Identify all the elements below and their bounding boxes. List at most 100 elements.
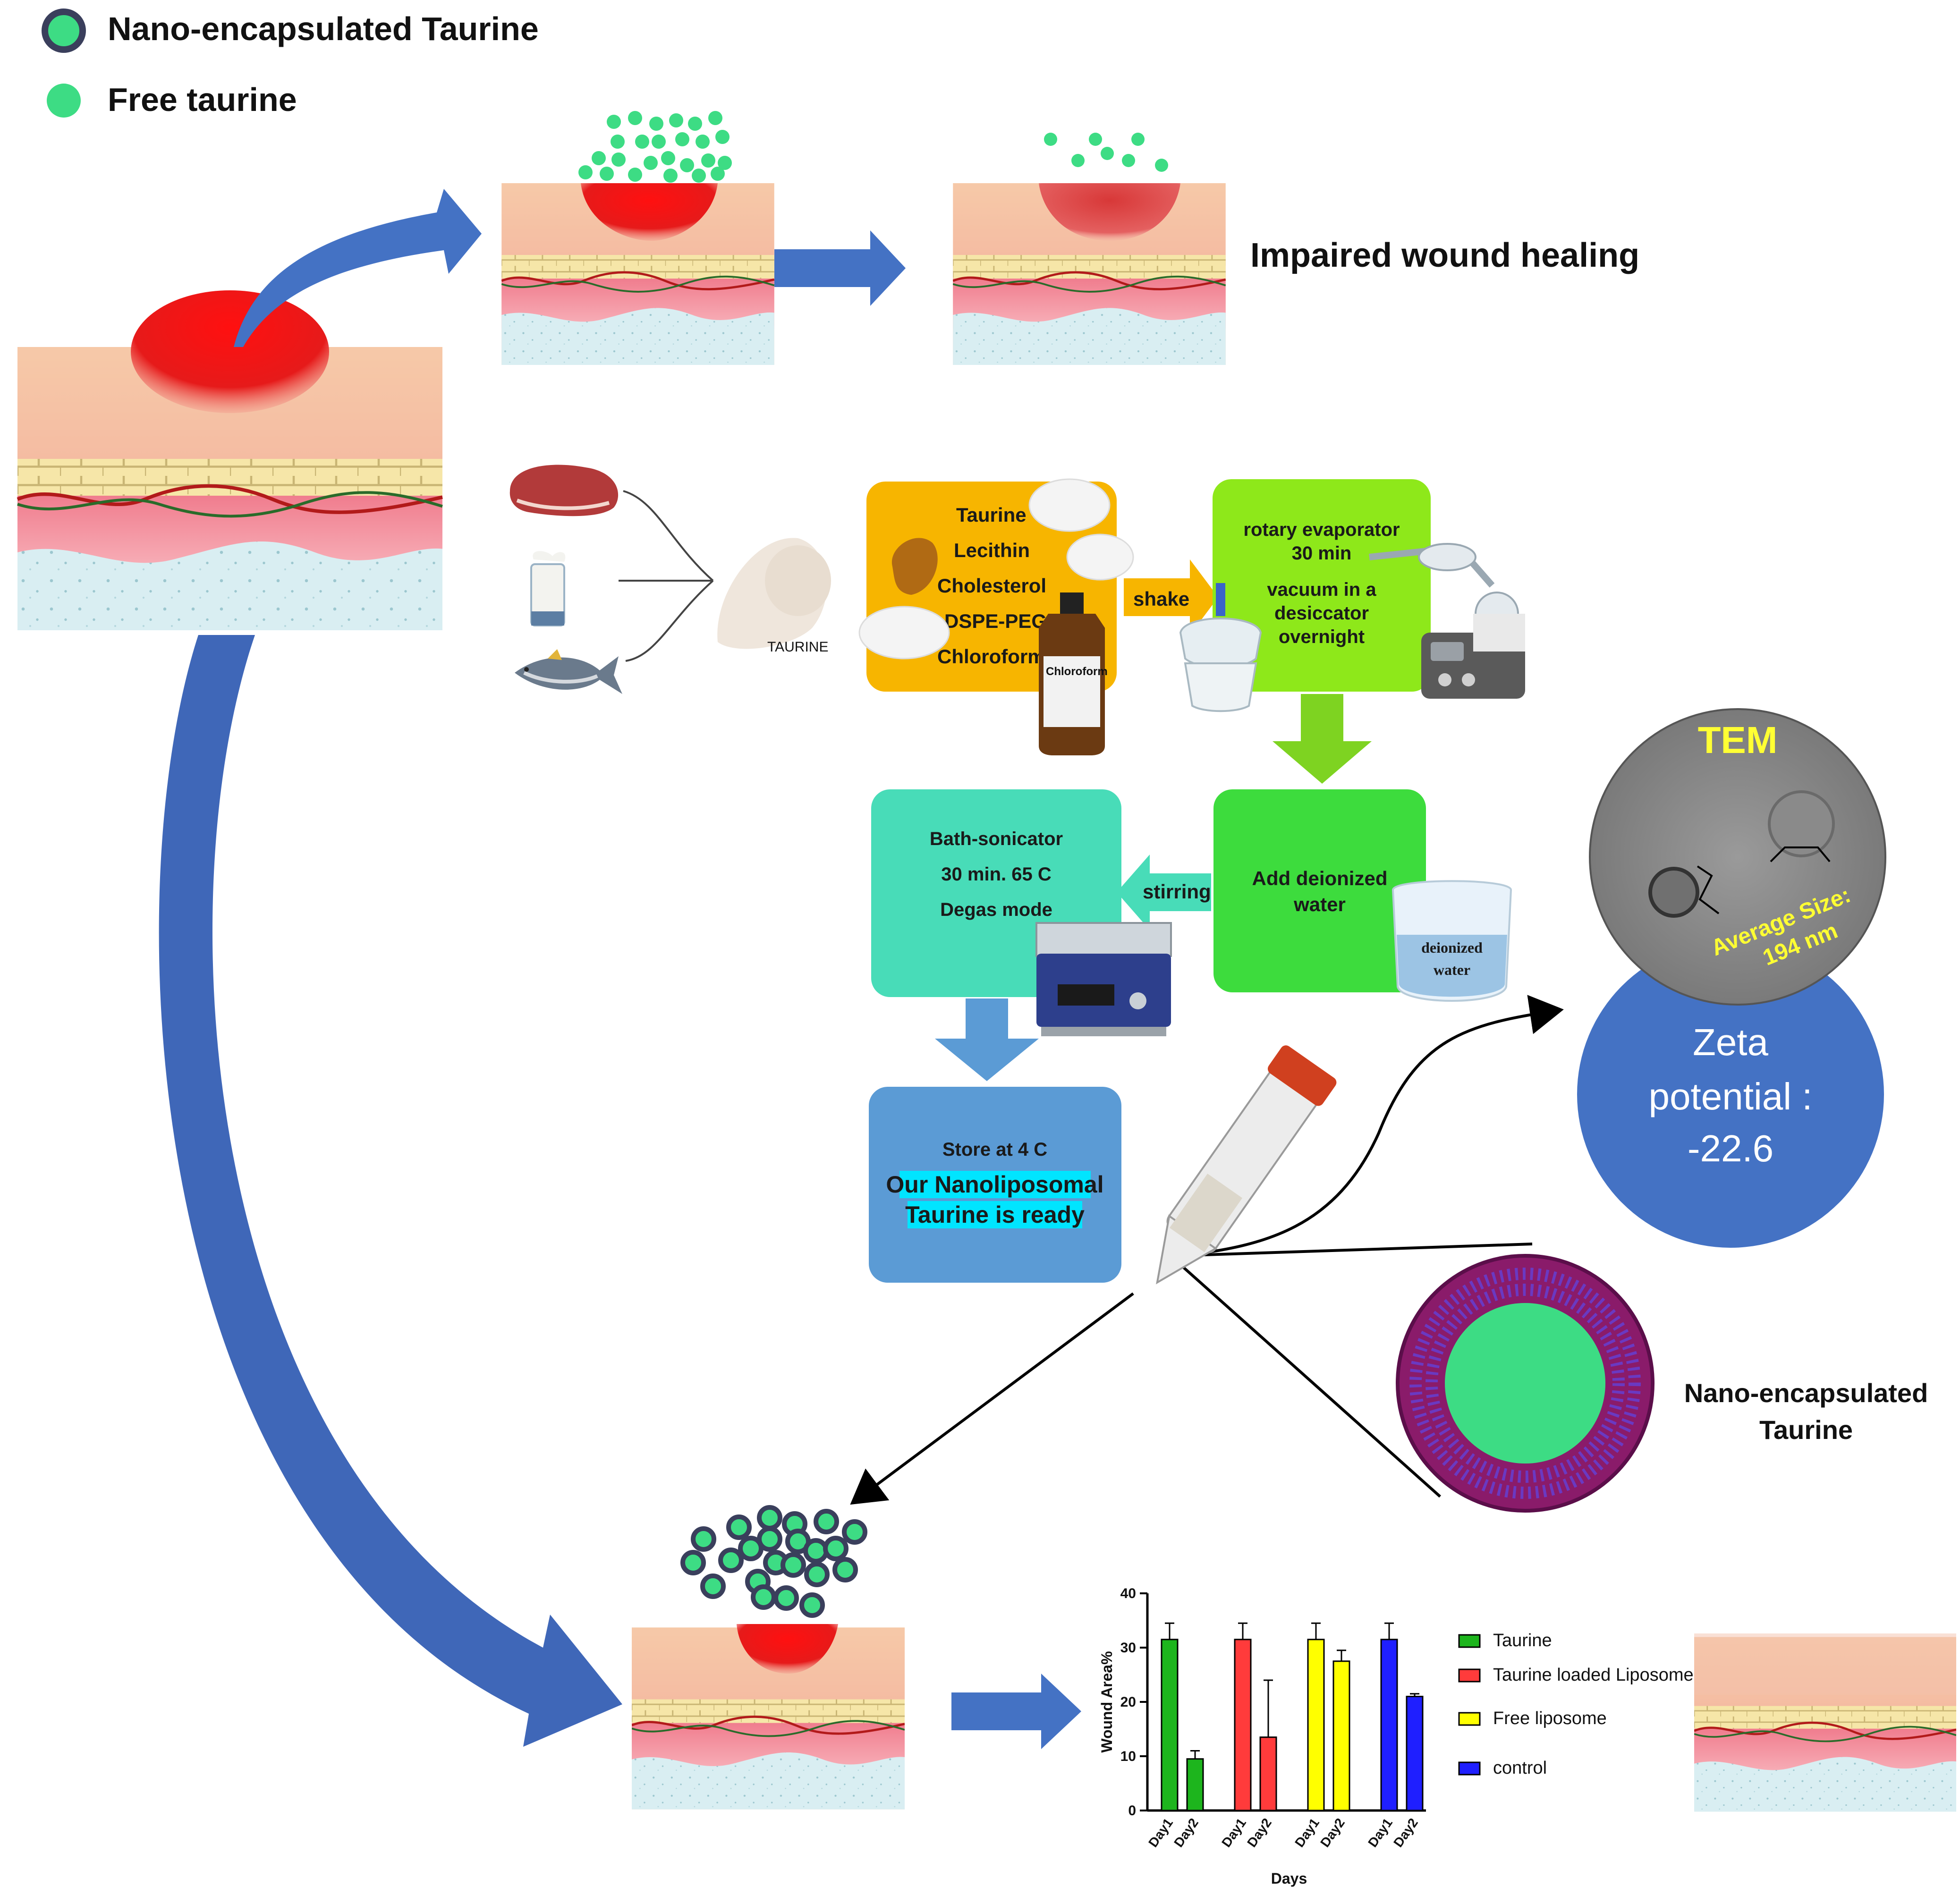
water-glass-icon: deionized water — [1392, 880, 1512, 1002]
taurine-powder-label: TAURINE — [767, 639, 828, 655]
tem-image: TEM Average Size: 194 nm — [1589, 708, 1886, 1006]
shake-label: shake — [1133, 588, 1189, 610]
x-axis-label: Days — [1271, 1870, 1307, 1887]
nano-taurine-legend-icon — [42, 8, 86, 53]
glass-label-2: water — [1434, 961, 1470, 978]
zeta-line-2: potential : — [1649, 1075, 1813, 1117]
bar — [1332, 1660, 1350, 1811]
zeta-line-3: -22.6 — [1688, 1127, 1773, 1169]
ingredients-box: Taurine Lecithin Cholesterol DSPE-PEG Ch… — [858, 478, 1134, 755]
powder-pile-icon — [1066, 533, 1134, 581]
skin-impaired-healing — [953, 183, 1226, 365]
stirring-label: stirring — [1143, 880, 1211, 903]
lecithin-icon — [891, 538, 938, 595]
evaporator-line-4: desiccator — [1274, 603, 1369, 624]
evaporator-line-5: overnight — [1279, 626, 1365, 647]
skin-free-taurine-applied — [501, 183, 774, 365]
evaporator-box: rotary evaporator 30 min vacuum in a des… — [1213, 479, 1431, 692]
x-tick-label: Day1 — [1145, 1816, 1176, 1850]
bar — [1406, 1696, 1424, 1811]
legend-free-label: Free taurine — [108, 81, 297, 118]
y-tick-label: 40 — [1120, 1586, 1136, 1601]
bar — [1234, 1639, 1252, 1811]
legend-swatch — [1458, 1712, 1481, 1726]
legend-swatch — [1458, 1761, 1481, 1776]
stirring-arrow: stirring — [1117, 854, 1211, 930]
legend: Nano-encapsulated Taurine Free taurine — [42, 8, 539, 118]
bar — [1186, 1758, 1204, 1811]
sonicator-line-1: Bath-sonicator — [930, 829, 1063, 849]
legend-label: control — [1493, 1758, 1547, 1778]
legend-label: Free liposome — [1493, 1709, 1607, 1728]
x-tick-label: Day2 — [1391, 1816, 1421, 1850]
legend-swatch — [1458, 1634, 1481, 1648]
fish-icon — [515, 649, 622, 694]
impaired-caption: Impaired wound healing — [1250, 237, 1639, 274]
powder-pile-icon — [858, 606, 950, 660]
evaporator-line-2: 30 min — [1292, 543, 1352, 564]
milk-glass-icon — [530, 551, 566, 626]
ingredient-dspe-peg: DSPE-PEG — [944, 610, 1047, 632]
free-taurine-dots-few — [1044, 133, 1168, 172]
x-tick-label: Day1 — [1292, 1816, 1322, 1850]
water-line-1: Add deionized — [1252, 867, 1388, 889]
water-box: Add deionized water — [1213, 789, 1426, 992]
taurine-powder-icon — [717, 538, 831, 649]
legend-label: Taurine — [1493, 1631, 1552, 1650]
ingredient-cholesterol: Cholesterol — [937, 575, 1046, 597]
source-connector-lines — [619, 490, 714, 662]
sonicator-to-store-arrow — [935, 998, 1039, 1081]
connector-lines — [850, 995, 1564, 1505]
bar — [1259, 1736, 1277, 1811]
legend-nano-label: Nano-encapsulated Taurine — [108, 10, 539, 47]
skin-main-wound — [17, 290, 442, 630]
x-tick-label: Day2 — [1244, 1816, 1274, 1850]
shake-arrow: shake — [1124, 559, 1218, 635]
evaporator-line-1: rotary evaporator — [1243, 519, 1400, 540]
free-taurine-dots-top — [578, 111, 732, 183]
x-tick-label: Day2 — [1317, 1816, 1348, 1850]
tem-title: TEM — [1698, 719, 1778, 761]
y-tick-label: 20 — [1120, 1694, 1136, 1710]
store-ready-line-1: Our Nanoliposomal — [886, 1171, 1103, 1198]
free-taurine-legend-icon — [47, 84, 81, 118]
x-tick-label: Day1 — [1219, 1816, 1249, 1850]
store-box: Store at 4 C Our Nanoliposomal Taurine i… — [869, 1087, 1121, 1283]
zeta-line-1: Zeta — [1693, 1021, 1769, 1063]
bar — [1161, 1639, 1179, 1811]
sonicator-line-2: 30 min. 65 C — [941, 864, 1051, 885]
chloroform-bottle-icon: Chloroform — [1039, 592, 1108, 755]
arrow-to-nano-treated — [159, 635, 622, 1747]
bottle-label: Chloroform — [1046, 665, 1108, 678]
bath-sonicator-icon — [1035, 922, 1172, 1036]
evap-to-water-arrow — [1273, 694, 1372, 784]
bar — [1307, 1639, 1325, 1811]
zeta-circle: Zeta potential : -22.6 — [1577, 941, 1884, 1248]
skin-nano-treated — [632, 1624, 905, 1810]
legend-label: Taurine loaded Liposome — [1493, 1665, 1694, 1685]
ingredient-chloroform: Chloroform — [937, 645, 1045, 668]
liposome-caption-2: Taurine — [1759, 1415, 1853, 1445]
y-tick-label: 0 — [1128, 1803, 1136, 1819]
arrow-to-chart — [951, 1674, 1081, 1749]
sonicator-line-3: Degas mode — [940, 899, 1052, 920]
store-line-1: Store at 4 C — [942, 1139, 1047, 1160]
skin-healed — [1694, 1633, 1956, 1812]
x-tick-label: Day1 — [1365, 1816, 1395, 1850]
falcon-tube-icon — [1156, 1045, 1337, 1285]
nano-taurine-cluster — [680, 1505, 867, 1618]
powder-pile-icon — [1028, 478, 1111, 532]
glass-label-1: deionized — [1421, 939, 1483, 956]
arrow-to-free-taurine — [234, 189, 482, 347]
y-tick-label: 10 — [1120, 1749, 1136, 1764]
bar — [1380, 1639, 1398, 1811]
meat-icon — [509, 465, 619, 516]
ingredient-taurine: Taurine — [956, 504, 1027, 526]
water-line-2: water — [1293, 893, 1346, 915]
arrow-to-impaired — [774, 230, 906, 306]
store-ready-line-2: Taurine is ready — [905, 1201, 1085, 1228]
evaporator-line-3: vacuum in a — [1267, 579, 1376, 600]
ingredient-lecithin: Lecithin — [954, 539, 1030, 561]
